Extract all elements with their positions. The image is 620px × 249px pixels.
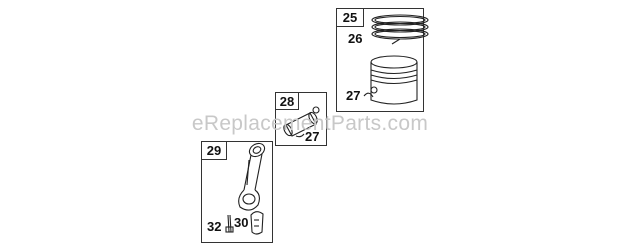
watermark: eReplacementParts.com xyxy=(191,112,429,135)
callout-rings[interactable]: 26 xyxy=(348,31,363,46)
piston-icon xyxy=(363,55,418,105)
rod-cap-icon xyxy=(250,211,264,235)
piston-pin-icon xyxy=(283,106,320,138)
callout-piston-clip[interactable]: 27 xyxy=(346,88,361,103)
callout-pin-clip[interactable]: 27 xyxy=(305,129,320,144)
group-tag-piston[interactable]: 25 xyxy=(337,9,364,27)
callout-rod-cap[interactable]: 30 xyxy=(234,215,249,230)
callout-rod-bolt[interactable]: 32 xyxy=(207,219,222,234)
group-tag-connecting-rod[interactable]: 29 xyxy=(202,142,227,160)
group-box-piston-pin: 28 xyxy=(275,92,327,146)
piston-rings-icon xyxy=(371,14,429,45)
rod-bolt-icon xyxy=(225,214,234,233)
group-tag-piston-pin[interactable]: 28 xyxy=(276,93,299,110)
connecting-rod-icon xyxy=(238,142,266,211)
